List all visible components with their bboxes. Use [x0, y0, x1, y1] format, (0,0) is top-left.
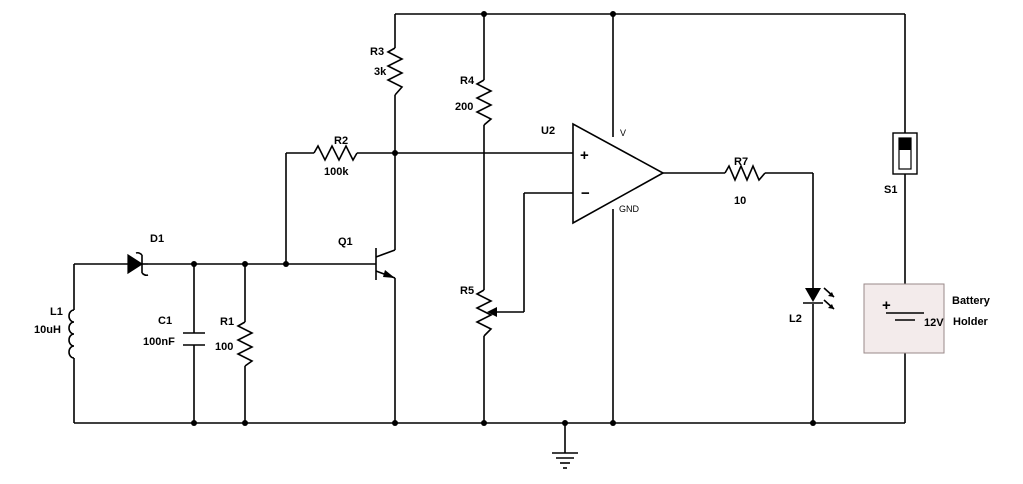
led-l2: L2	[789, 287, 835, 325]
capacitor-c1: C1 100nF	[143, 315, 205, 348]
ground-icon	[552, 452, 578, 469]
resistor-r3: R3 3k	[370, 46, 404, 96]
r7-ref: R7	[734, 156, 748, 168]
diode-d1: D1	[127, 233, 164, 277]
u2-minus-sign: −	[581, 185, 590, 202]
inductor-l1: L1 10uH	[34, 306, 75, 359]
transistor-q1: Q1	[338, 236, 396, 280]
l1-ref: L1	[50, 306, 63, 318]
r2-value: 100k	[324, 166, 349, 178]
r4-ref: R4	[460, 75, 475, 87]
potentiometer-r5: R5	[460, 285, 497, 337]
c1-value: 100nF	[143, 336, 175, 348]
battery-label-line2: Holder	[953, 316, 989, 328]
r3-ref: R3	[370, 46, 384, 58]
battery-plus-sign: +	[882, 297, 891, 314]
r1-value: 100	[215, 341, 233, 353]
wires	[73, 13, 906, 453]
resistor-r2: R2 100k	[313, 135, 358, 178]
r1-ref: R1	[220, 316, 234, 328]
battery-label-line1: Battery	[952, 295, 991, 307]
r2-ref: R2	[334, 135, 348, 147]
r4-value: 200	[455, 101, 473, 113]
c1-ref: C1	[158, 315, 172, 327]
u2-plus-sign: +	[580, 147, 589, 164]
s1-ref: S1	[884, 184, 897, 196]
junction-dots	[191, 11, 816, 426]
switch-s1: S1	[884, 132, 918, 196]
r7-value: 10	[734, 195, 746, 207]
battery-holder-box	[863, 283, 945, 354]
q1-ref: Q1	[338, 236, 353, 248]
resistor-r1: R1 100	[215, 316, 254, 367]
d1-ref: D1	[150, 233, 164, 245]
u2-ref: U2	[541, 125, 555, 137]
battery-holder: + 12V Battery Holder	[863, 283, 991, 354]
l2-ref: L2	[789, 313, 802, 325]
l1-value: 10uH	[34, 324, 61, 336]
u2-gnd-pin: GND	[619, 204, 640, 214]
u2-v-pin: V	[620, 128, 626, 138]
opamp-u2: + − V GND U2	[541, 122, 665, 225]
resistor-r7: R7 10	[724, 156, 766, 207]
r5-ref: R5	[460, 285, 474, 297]
battery-voltage: 12V	[924, 317, 944, 329]
resistor-r4: R4 200	[455, 75, 493, 126]
r3-value: 3k	[374, 66, 387, 78]
